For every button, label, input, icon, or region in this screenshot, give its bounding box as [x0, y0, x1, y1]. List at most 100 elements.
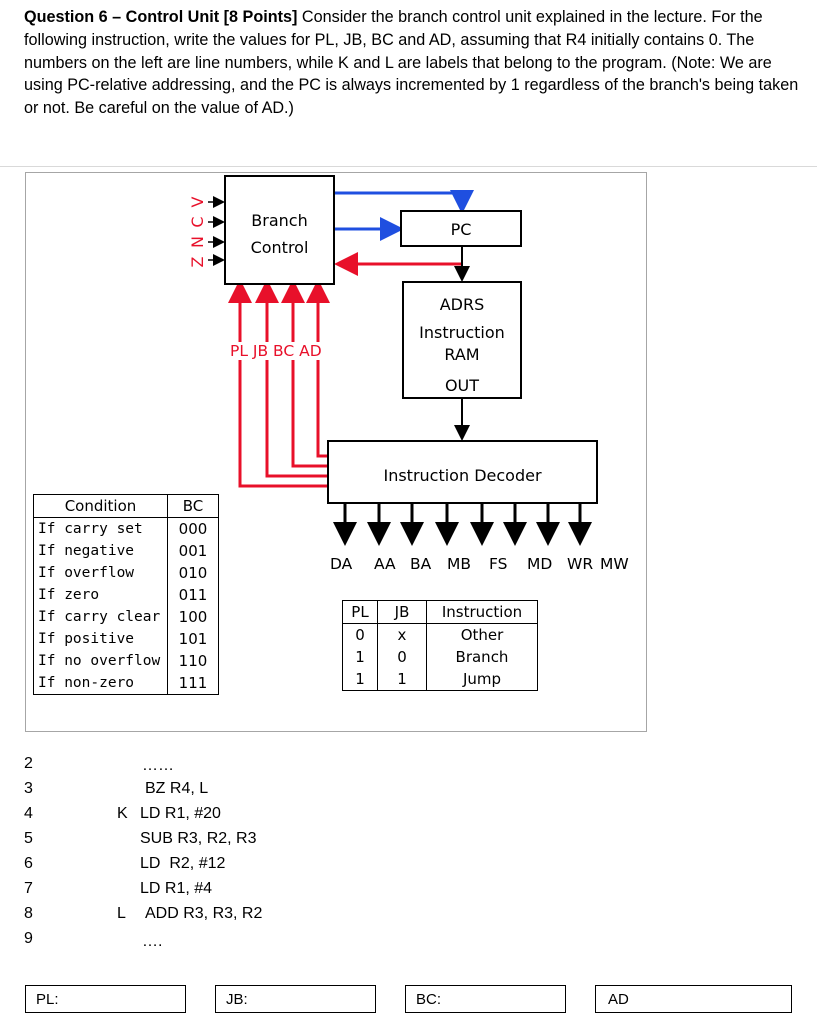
divider — [0, 166, 817, 167]
condition-cell: If negative — [33, 540, 168, 562]
pc-box: PC — [400, 210, 522, 247]
decoder-output-arrows — [333, 504, 592, 546]
ram-instruction: Instruction — [419, 323, 505, 342]
condition-cell: If carry clear — [33, 606, 168, 628]
jb-cell: 0 — [377, 646, 427, 668]
question-text: Question 6 – Control Unit [8 Points] Con… — [24, 6, 814, 120]
bc-cell: 000 — [167, 517, 219, 540]
line-number: 4 — [24, 805, 33, 822]
condition-cell: If overflow — [33, 562, 168, 584]
pl-cell: 0 — [342, 623, 378, 646]
output-mw: MW — [600, 555, 629, 573]
condition-cell: If no overflow — [33, 650, 168, 672]
output-aa: AA — [374, 555, 396, 573]
pc-label: PC — [450, 220, 472, 239]
branch-control-box: Branch Control — [224, 175, 335, 285]
header-jb: JB — [377, 600, 427, 624]
jb-answer-box[interactable]: JB: — [215, 985, 376, 1013]
instruction-decoder-box: Instruction Decoder — [327, 440, 598, 504]
condition-cell: If zero — [33, 584, 168, 606]
control-signals-label: PL JB BC AD — [229, 342, 323, 360]
pl-answer-label: PL: — [36, 991, 59, 1008]
instruction-ram-box: ADRS Instruction RAM OUT — [402, 281, 522, 399]
line-number: 8 — [24, 905, 33, 922]
jb-cell: x — [377, 623, 427, 646]
pl-jb-table-header: PL JB Instruction — [342, 600, 538, 624]
flag-n: N — [188, 236, 207, 248]
line-number: 5 — [24, 830, 33, 847]
line-number: 3 — [24, 780, 33, 797]
bc-cell: 011 — [167, 584, 219, 606]
bc-cell: 111 — [167, 672, 219, 695]
code-line: LD R1, #4 — [140, 880, 213, 897]
flag-c: C — [188, 216, 207, 228]
code-line: …… — [142, 757, 174, 774]
flag-arrows — [208, 196, 225, 266]
jb-cell: 1 — [377, 668, 427, 691]
question-body: Consider the branch control unit explain… — [24, 8, 799, 118]
ad-answer-box[interactable]: AD — [595, 985, 792, 1013]
line-number: 9 — [24, 930, 33, 947]
red-signal-wires — [228, 279, 330, 488]
instruction-cell: Other — [426, 623, 538, 646]
flag-labels: V C N Z — [188, 192, 208, 272]
output-ba: BA — [410, 555, 432, 573]
line-number: 7 — [24, 880, 33, 897]
condition-cell: If carry set — [33, 517, 168, 540]
header-bc: BC — [167, 494, 219, 518]
code-line: SUB R3, R2, R3 — [140, 830, 257, 847]
bc-cell: 101 — [167, 628, 219, 650]
bc-cell: 100 — [167, 606, 219, 628]
code-line: BZ R4, L — [145, 780, 209, 797]
bc-cell: 010 — [167, 562, 219, 584]
pl-answer-box[interactable]: PL: — [25, 985, 186, 1013]
jb-answer-label: JB: — [226, 991, 248, 1008]
code-line: …. — [142, 933, 163, 950]
pl-cell: 1 — [342, 646, 378, 668]
output-wr: WR — [567, 555, 594, 573]
output-fs: FS — [489, 555, 508, 573]
code-line: LD R1, #20 — [140, 805, 221, 822]
header-condition: Condition — [33, 494, 168, 518]
header-instruction: Instruction — [426, 600, 538, 624]
condition-cell: If non-zero — [33, 672, 168, 695]
code-line: LD R2, #12 — [140, 855, 226, 872]
ad-answer-label: AD — [608, 991, 629, 1008]
instruction-cell: Branch — [426, 646, 538, 668]
question-title: Question 6 – Control Unit [8 Points] — [24, 8, 298, 26]
output-mb: MB — [447, 555, 472, 573]
branch-control-line1: Branch — [251, 211, 308, 230]
ram-out: OUT — [444, 376, 480, 395]
figure-frame — [25, 172, 647, 732]
bc-answer-label: BC: — [416, 991, 442, 1008]
decoder-label: Instruction Decoder — [383, 466, 542, 485]
bc-cell: 110 — [167, 650, 219, 672]
flag-z: Z — [188, 256, 207, 268]
output-da: DA — [330, 555, 353, 573]
code-label: K — [117, 805, 128, 822]
header-pl: PL — [342, 600, 378, 624]
instruction-cell: Jump — [426, 668, 538, 691]
condition-cell: If positive — [33, 628, 168, 650]
condition-table-header: Condition BC — [33, 494, 219, 518]
bc-cell: 001 — [167, 540, 219, 562]
branch-control-line2: Control — [250, 238, 309, 257]
ram-ram: RAM — [444, 345, 480, 364]
line-number: 2 — [24, 755, 33, 772]
pl-cell: 1 — [342, 668, 378, 691]
flag-v: V — [188, 196, 207, 208]
code-line: ADD R3, R3, R2 — [145, 905, 263, 922]
bc-answer-box[interactable]: BC: — [405, 985, 566, 1013]
